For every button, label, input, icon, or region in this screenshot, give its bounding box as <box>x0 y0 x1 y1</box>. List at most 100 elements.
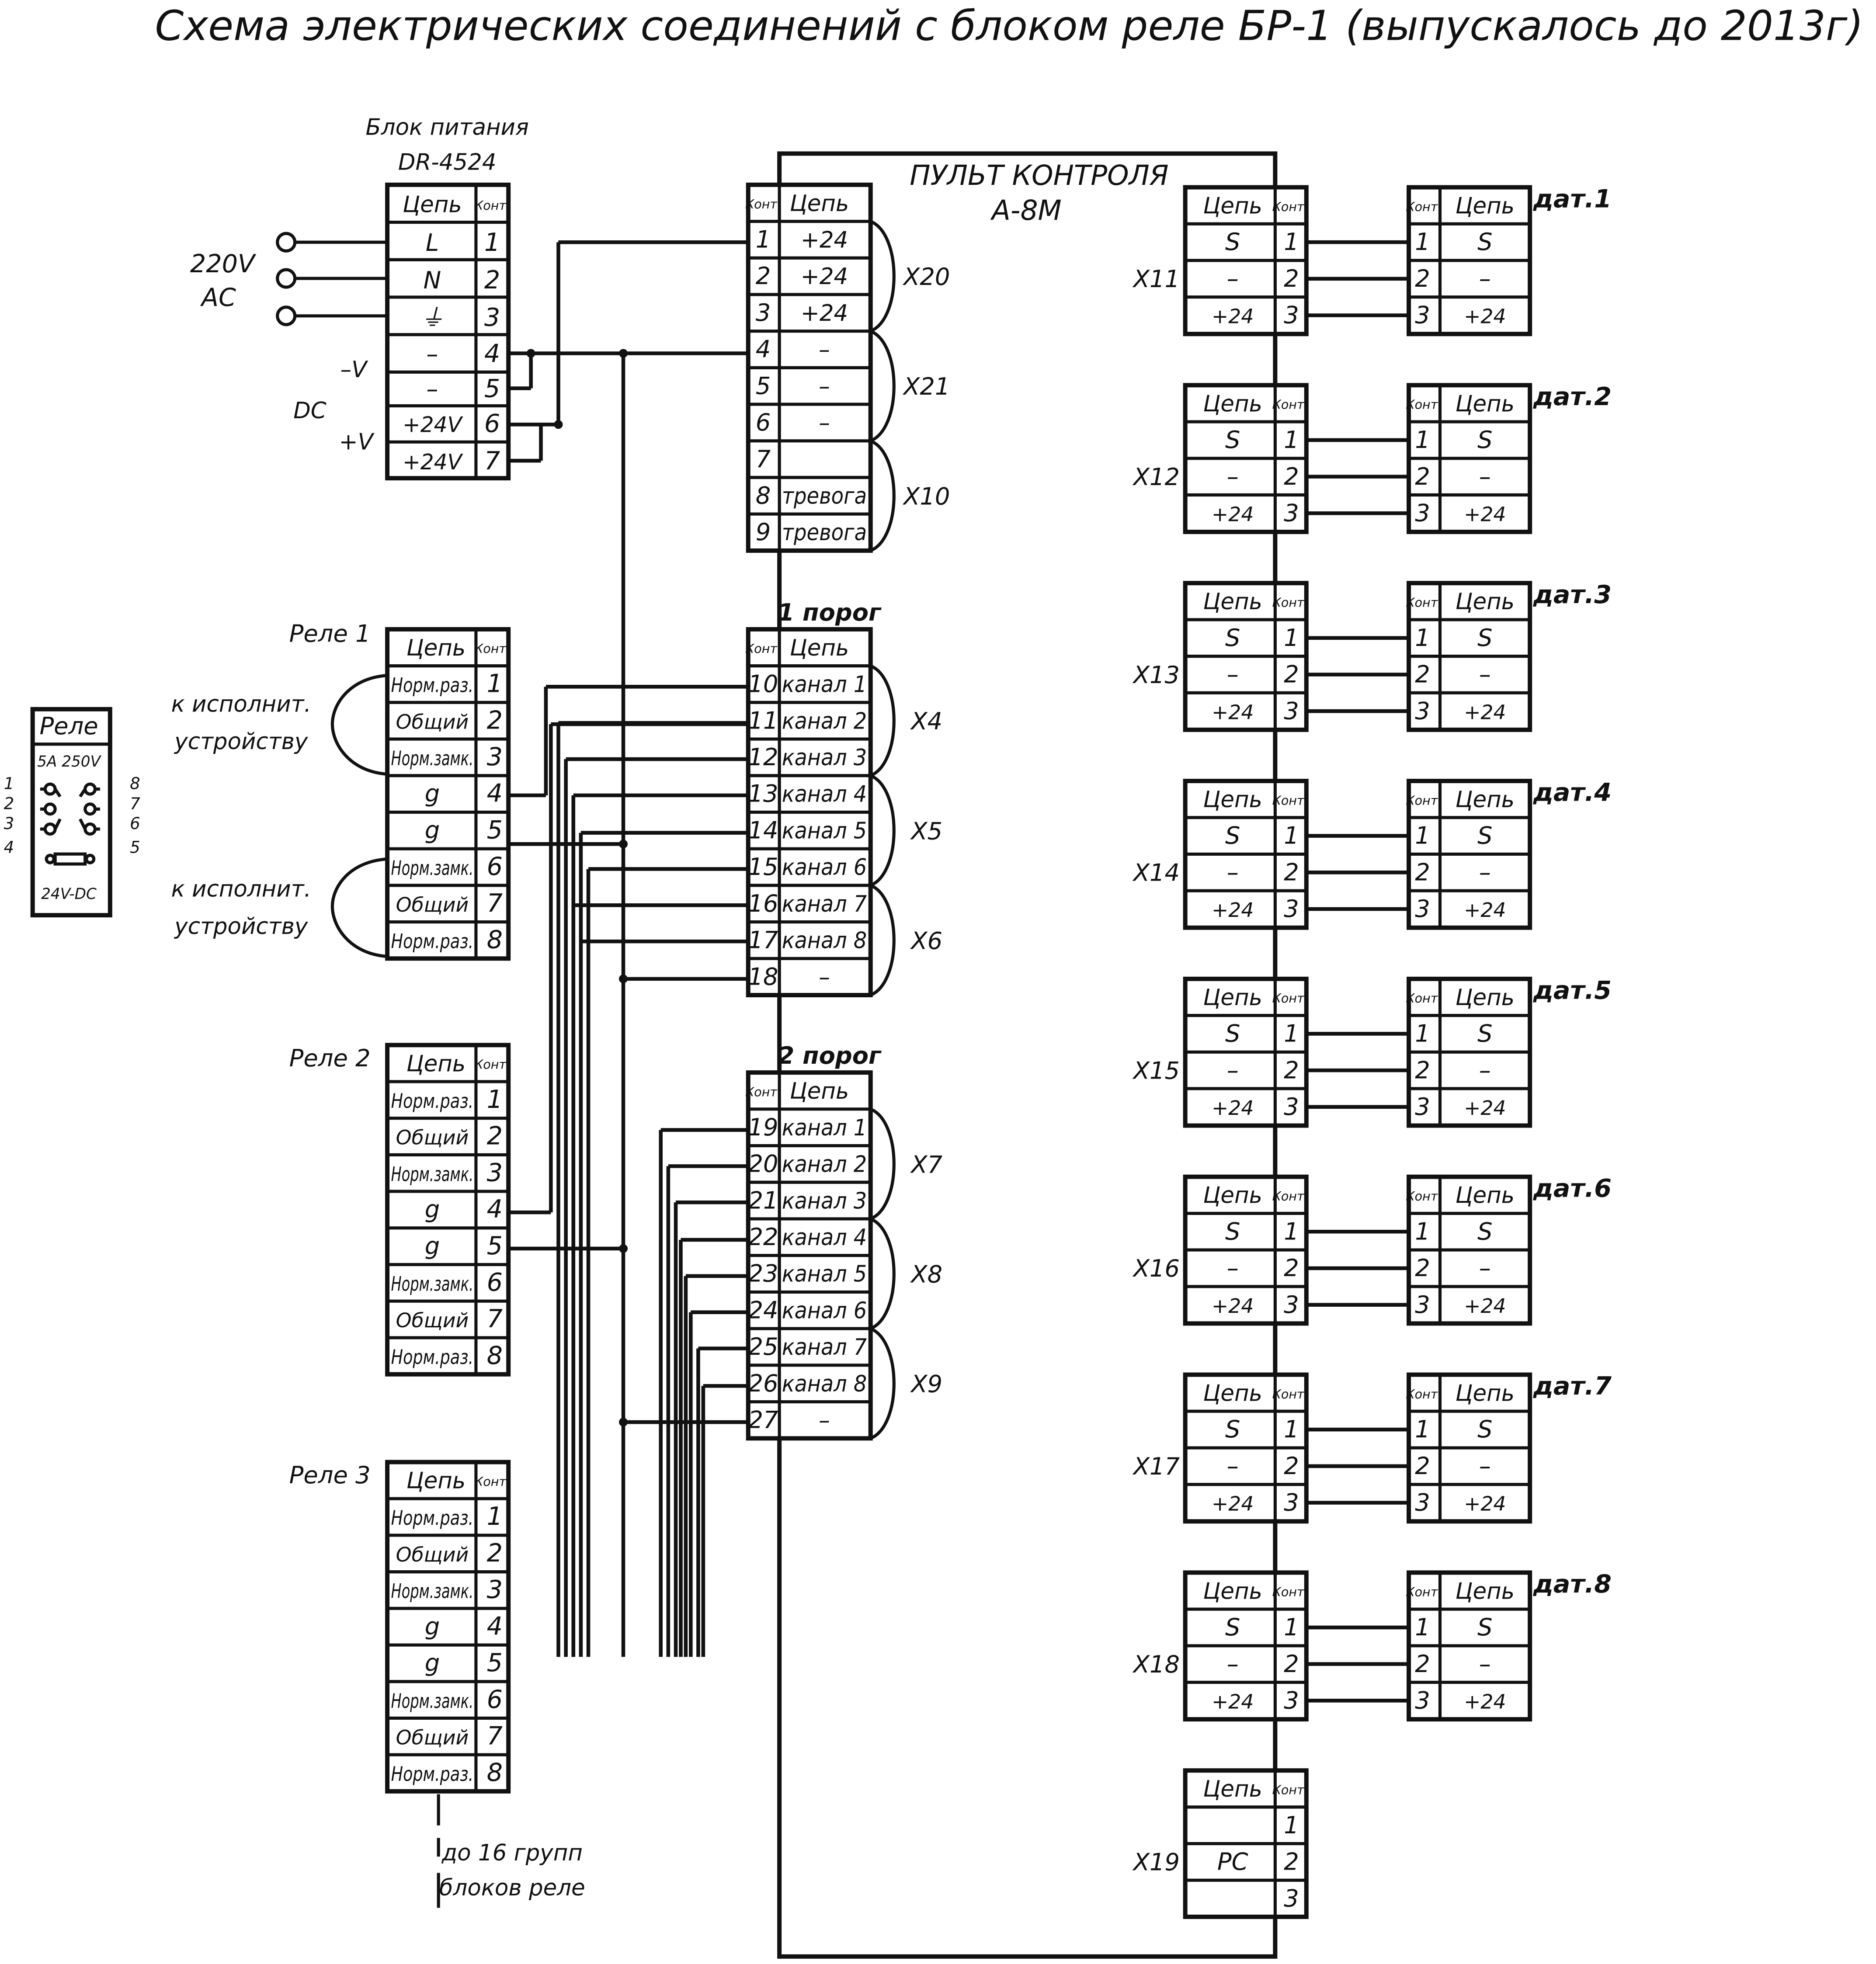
sensor-row-circuit: S <box>1477 1614 1492 1641</box>
relay-row-circuit: Норм.замк. <box>391 1690 474 1713</box>
relay-row-contact: 4 <box>487 1612 503 1641</box>
console-row-circuit: – <box>819 373 830 399</box>
connector-label: X17 <box>1132 1453 1180 1480</box>
relay-row-circuit: Норм.замк. <box>391 747 474 770</box>
sensor-label: дат.8 <box>1533 1570 1612 1599</box>
sensor-row-circuit: – <box>1479 463 1491 490</box>
sensor-row-contact: 2 <box>1415 1650 1430 1678</box>
sensor-row-contact: 2 <box>1415 265 1430 292</box>
x19-row-contact: 2 <box>1284 1848 1299 1876</box>
sensor-row-circuit: +24 <box>1464 1690 1506 1713</box>
relay-row-circuit: Норм.раз. <box>391 930 474 953</box>
ps-row-contact: 3 <box>484 303 500 332</box>
relay-row-contact: 1 <box>487 1085 503 1114</box>
ps-row-contact: 6 <box>484 409 500 438</box>
relay-row-circuit: Общий <box>396 893 469 916</box>
relay-row-circuit: Общий <box>396 1543 469 1566</box>
actuator-label: устройству <box>174 913 308 940</box>
sensor-header-circuit: Цепь <box>1456 985 1515 1011</box>
x19-row-contact: 3 <box>1284 1884 1299 1912</box>
sensor-header-circuit: Цепь <box>1203 787 1262 813</box>
junction-dot <box>619 1418 628 1427</box>
relay-header-circuit: Цепь <box>406 1051 466 1077</box>
relay-row-circuit: Общий <box>396 710 469 733</box>
wiring <box>508 240 748 1657</box>
sensor-row-circuit: S <box>1225 1020 1240 1048</box>
sensor-row-contact: 1 <box>1284 822 1299 850</box>
junction-dot <box>619 974 628 983</box>
sensor-row-circuit: +24 <box>1464 1294 1506 1318</box>
dc-label: DC <box>293 398 327 424</box>
console-row-contact: 3 <box>756 299 771 326</box>
sensor-row-contact: 2 <box>1284 858 1299 886</box>
sensor-row-circuit: – <box>1479 1254 1491 1282</box>
sensor-header-circuit: Цепь <box>1203 1578 1262 1604</box>
console-row-circuit: канал 7 <box>782 1334 867 1360</box>
sensor-header-circuit: Цепь <box>1456 787 1515 813</box>
sensor-row-contact: 3 <box>1415 895 1430 923</box>
sensor-row-circuit: +24 <box>1212 701 1254 724</box>
connector-label: X11 <box>1132 265 1180 293</box>
power-supply-caption: Блок питания <box>366 115 529 141</box>
console-row-circuit: канал 6 <box>782 854 867 881</box>
relay-row-circuit: g <box>425 780 440 808</box>
connector-label: X14 <box>1132 859 1180 887</box>
sensor-label: дат.5 <box>1533 976 1612 1005</box>
sensor-header-contact: Конт. <box>1272 1189 1308 1204</box>
sensor-row-contact: 2 <box>1415 463 1430 490</box>
relay-symbol-coil: 24V-DC <box>41 885 97 903</box>
sensor-header-contact: Конт. <box>1272 1387 1308 1402</box>
sensor-header-contact: Конт. <box>1406 1189 1442 1204</box>
relay-row-circuit: Норм.раз. <box>391 1506 474 1530</box>
connector-group-label: X21 <box>902 373 950 400</box>
sensor-row-circuit: S <box>1225 1416 1240 1443</box>
sensor-row-circuit: S <box>1477 228 1492 256</box>
ac-terminals <box>276 232 388 326</box>
sensor-row-circuit: – <box>1227 858 1239 886</box>
sensor-row-contact: 1 <box>1284 228 1299 256</box>
connector-label: X12 <box>1132 463 1180 491</box>
sensor-row-circuit: +24 <box>1464 1097 1506 1120</box>
sensor-row-contact: 2 <box>1415 858 1430 886</box>
relay-row-contact: 6 <box>487 852 503 881</box>
sensor-header-circuit: Цепь <box>1456 391 1515 417</box>
diagram-title: Схема электрических соединений с блоком … <box>155 2 1864 50</box>
relay-header-contact: Конт. <box>474 1057 510 1072</box>
relay-row-circuit: g <box>425 1649 440 1677</box>
console-header-circuit: Цепь <box>790 635 849 661</box>
relay-row-circuit: Норм.замк. <box>391 1580 474 1603</box>
relay-row-contact: 5 <box>487 1648 503 1677</box>
relay-name: Реле 1 <box>289 620 371 647</box>
relay-row-circuit: Общий <box>396 1726 469 1749</box>
junction-dot <box>619 1244 628 1253</box>
ps-row-circuit: – <box>426 375 438 403</box>
sensor-row-contact: 1 <box>1415 426 1430 454</box>
console-row-circuit: +24 <box>801 264 848 290</box>
sensor-row-contact: 1 <box>1284 426 1299 454</box>
relay-row-contact: 3 <box>487 1575 503 1604</box>
sensor-row-contact: 2 <box>1284 1650 1299 1678</box>
console-row-contact: 14 <box>748 816 778 844</box>
console-row-circuit: канал 4 <box>782 781 867 808</box>
sensor-row-contact: 3 <box>1415 499 1430 527</box>
sensor-row-contact: 1 <box>1284 1020 1299 1048</box>
console-row-circuit: канал 1 <box>782 1115 867 1141</box>
relay-row-contact: 5 <box>487 815 503 844</box>
connector-label: X18 <box>1132 1651 1180 1678</box>
relay-symbol-pin: 1 <box>4 774 14 793</box>
console-row-circuit: канал 2 <box>782 708 867 734</box>
connector-group-label: X8 <box>910 1261 942 1288</box>
relay-row-contact: 4 <box>487 1195 503 1224</box>
sensor-row-circuit: +24 <box>1212 1690 1254 1713</box>
sensor-row-circuit: +24 <box>1464 503 1506 526</box>
sensor-header-contact: Конт. <box>1272 1585 1308 1600</box>
sensor-row-contact: 1 <box>1284 1218 1299 1245</box>
sensor-row-circuit: S <box>1477 1218 1492 1245</box>
console-row-circuit: – <box>819 337 830 363</box>
console-row-circuit: канал 1 <box>782 672 867 698</box>
